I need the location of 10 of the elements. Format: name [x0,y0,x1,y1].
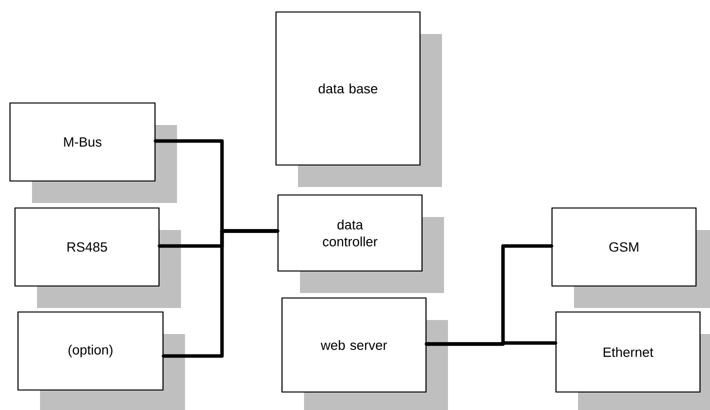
component-box: M-Bus [9,102,156,182]
component-box: web server [281,297,427,393]
connector-line [162,229,280,358]
component-box: GSM [551,207,697,287]
component-box: RS485 [14,207,160,287]
component-box: data base [275,11,421,166]
connector-line [424,341,558,346]
component-box: (option) [17,311,164,391]
component-box: data controller [277,194,423,272]
component-box: Ethernet [555,311,701,393]
